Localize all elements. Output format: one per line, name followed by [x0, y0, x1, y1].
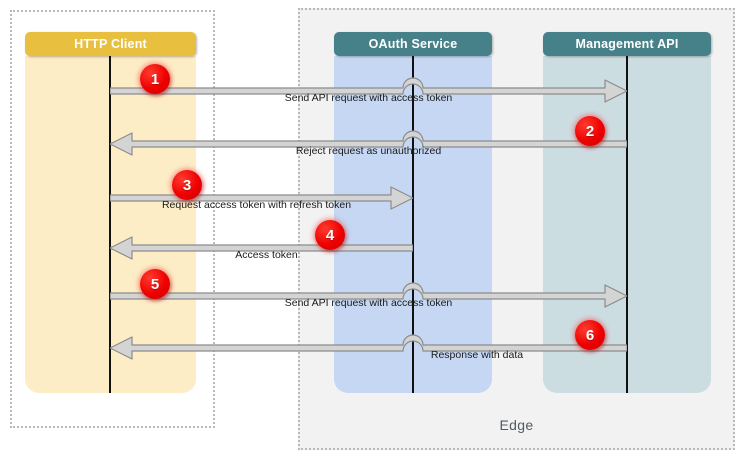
edge-group-label: Edge	[499, 417, 534, 433]
message-label-3: Request access token with refresh token	[161, 199, 352, 211]
message-arrow-6[interactable]	[110, 334, 627, 361]
step-badge-3[interactable]: 3	[172, 170, 202, 200]
lane-header-client[interactable]: HTTP Client	[25, 32, 196, 56]
step-badge-2[interactable]: 2	[575, 116, 605, 146]
lifeline-management-api	[626, 56, 628, 393]
message-label-2: Reject request as unauthorized	[295, 145, 442, 157]
message-arrow-2[interactable]	[110, 130, 627, 157]
message-arrow-5[interactable]	[110, 282, 627, 309]
lane-header-oauth[interactable]: OAuth Service	[334, 32, 492, 56]
step-badge-4[interactable]: 4	[315, 220, 345, 250]
lifeline-client	[109, 56, 111, 393]
step-badge-6[interactable]: 6	[575, 320, 605, 350]
message-arrow-1[interactable]	[110, 77, 627, 104]
message-arrow-3[interactable]	[110, 186, 413, 211]
message-label-5: Send API request with access token	[284, 297, 453, 309]
message-label-6: Response with data	[430, 349, 524, 361]
message-arrow-4[interactable]	[110, 236, 413, 261]
step-badge-5[interactable]: 5	[140, 269, 170, 299]
lane-header-management-api[interactable]: Management API	[543, 32, 711, 56]
message-label-1: Send API request with access token	[284, 92, 453, 104]
lifeline-oauth	[412, 56, 414, 393]
step-badge-1[interactable]: 1	[140, 64, 170, 94]
message-label-4: Access token	[235, 249, 298, 261]
